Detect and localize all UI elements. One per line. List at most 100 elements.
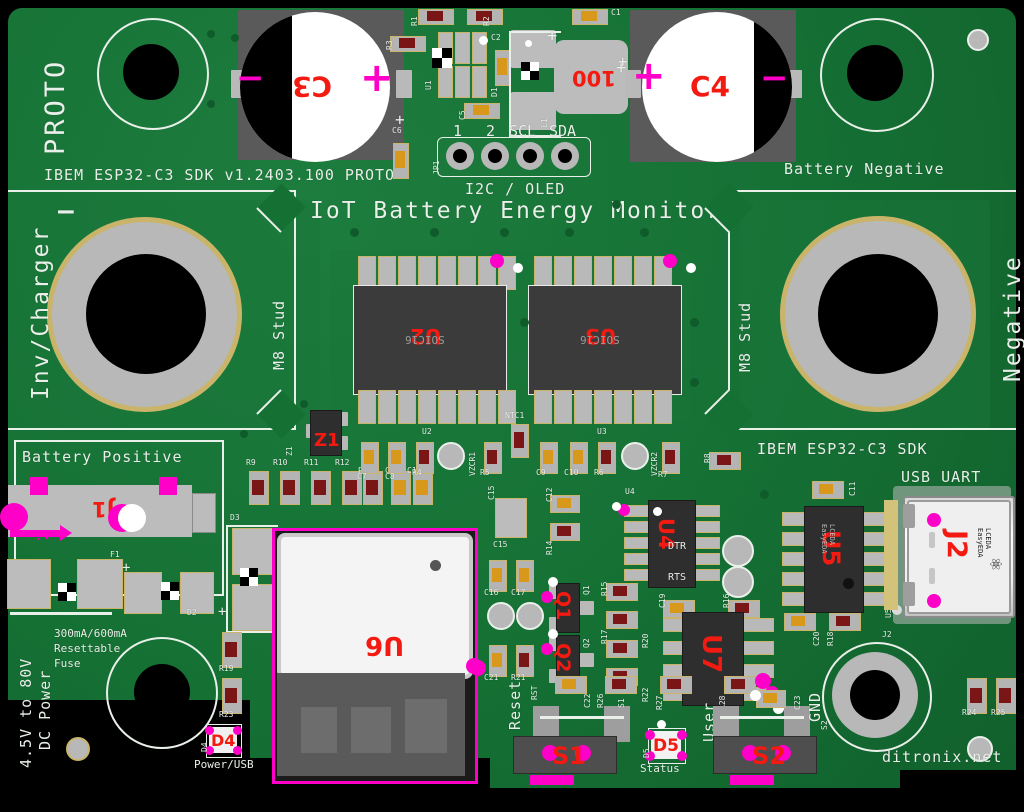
d2-mark-a [161,582,170,591]
m8-right-hole [818,254,938,374]
d5-designator: D5 [653,736,679,756]
u3-pin-15 [554,390,572,424]
u3-package-text: SOIC16 [580,333,620,346]
u3-pin1-keepout [663,254,677,268]
m8-stud-left-silk-box [8,190,296,430]
d4-kp-tl [205,726,214,735]
c6-body [395,151,405,168]
r6-body [601,450,611,464]
r10-label: R10 [273,458,288,467]
f1-mark-c [58,592,67,601]
c17-label: C17 [511,588,526,597]
via-1 [207,30,215,38]
u4-pin-7 [692,553,720,565]
d4-silk-label: D4 [200,742,209,752]
m8-stud-right-silk-box [728,190,1016,430]
r14-label: R14 [545,540,554,555]
via-br [967,736,993,762]
u6-antenna-region [277,673,465,776]
f1-mark-a [58,583,67,592]
j1-keepout-2 [159,477,177,495]
s2-pad-magenta [730,775,774,785]
u3-pin-14 [574,390,592,424]
j2-slot-bottom [929,568,935,584]
d4-kp-bl [205,746,214,755]
d3-mark-b [249,568,258,577]
line-label: Line [22,528,49,541]
d4-kp-tr [233,726,242,735]
s1-silk-bar [540,716,624,719]
r27-label: R27 [655,695,664,710]
l1-pin-mark-c [521,71,530,80]
gnd-silk-dot [750,690,761,701]
s2-button[interactable] [713,736,817,774]
c5-label: C5 [458,110,467,120]
jp1-hole-1 [453,149,467,163]
reset-label: Reset [506,679,524,730]
j1-keepout-1 [30,477,48,495]
c23-body [763,693,777,703]
q2-keepout [541,643,553,655]
via-2 [207,100,215,108]
u4-pin-9 [692,521,720,533]
u1-pad-4 [438,66,453,98]
u1-pad-6 [472,66,487,98]
q1-designator: Q1 [552,591,574,621]
d2-mark-d [170,591,179,600]
via-3 [231,34,239,42]
f1-pad-left [7,559,51,609]
r12-body [345,480,357,495]
via-14 [300,400,308,408]
jp1-pin1-label: 1 [453,122,463,140]
dtr-testpoint[interactable] [722,535,754,567]
z1-body [310,410,342,456]
mount-hole-silk-ring-tl [97,18,209,130]
r9-label: R9 [246,458,256,467]
u3-pin-10 [654,390,672,424]
c10-body [573,450,583,464]
u3-pin-13 [594,390,612,424]
rts-label: RTS [668,572,687,583]
u3-pin-12 [614,390,632,424]
brand-right-label: IBEM ESP32-C3 SDK [757,440,928,458]
d4-silk-box [206,724,242,758]
rst-testpoint[interactable] [487,602,515,630]
q2-silk-dot [548,629,558,639]
c8-label: C8 [385,472,395,481]
s2-keepout-left [742,745,758,761]
gpi-testpoint[interactable] [516,602,544,630]
d5-silk-box [648,728,686,764]
r11-body [314,480,326,495]
r20-label: R20 [641,633,650,648]
z1-designator: Z1 [314,430,340,451]
c3-plus-silk: + [395,110,405,129]
r2-label: R2 [482,16,491,26]
u2-pin-14 [398,390,416,424]
s1-button[interactable] [513,736,617,774]
u4-silk-label: U4 [625,487,635,496]
f1-polarity-stripe [10,612,112,615]
jp1-hole-4 [558,149,572,163]
via-5 [350,228,359,237]
u2-pin-11 [458,390,476,424]
u2-pin1-silk-dot [513,263,523,273]
d5-silk-label: D5 [642,748,651,758]
u6-ant-trace-2 [351,707,391,753]
r23-label: R23 [219,710,234,719]
l1-plus-silk: + [547,26,558,46]
s2-keepout-right [775,745,791,761]
r6-label: R6 [594,468,604,477]
r15-body [613,586,627,596]
d5-body [651,731,681,759]
c12-body [557,498,571,508]
rts-testpoint[interactable] [722,566,754,598]
u3-body [528,285,682,395]
l1-silk-outline [509,31,561,137]
c6-label: C6 [392,126,402,135]
c1-body [581,11,597,21]
via-4 [612,200,621,209]
d2-mark-c [161,591,170,600]
u6-ant-trace-1 [301,707,337,753]
c7-body [364,450,374,464]
test-via-tr [967,29,989,51]
